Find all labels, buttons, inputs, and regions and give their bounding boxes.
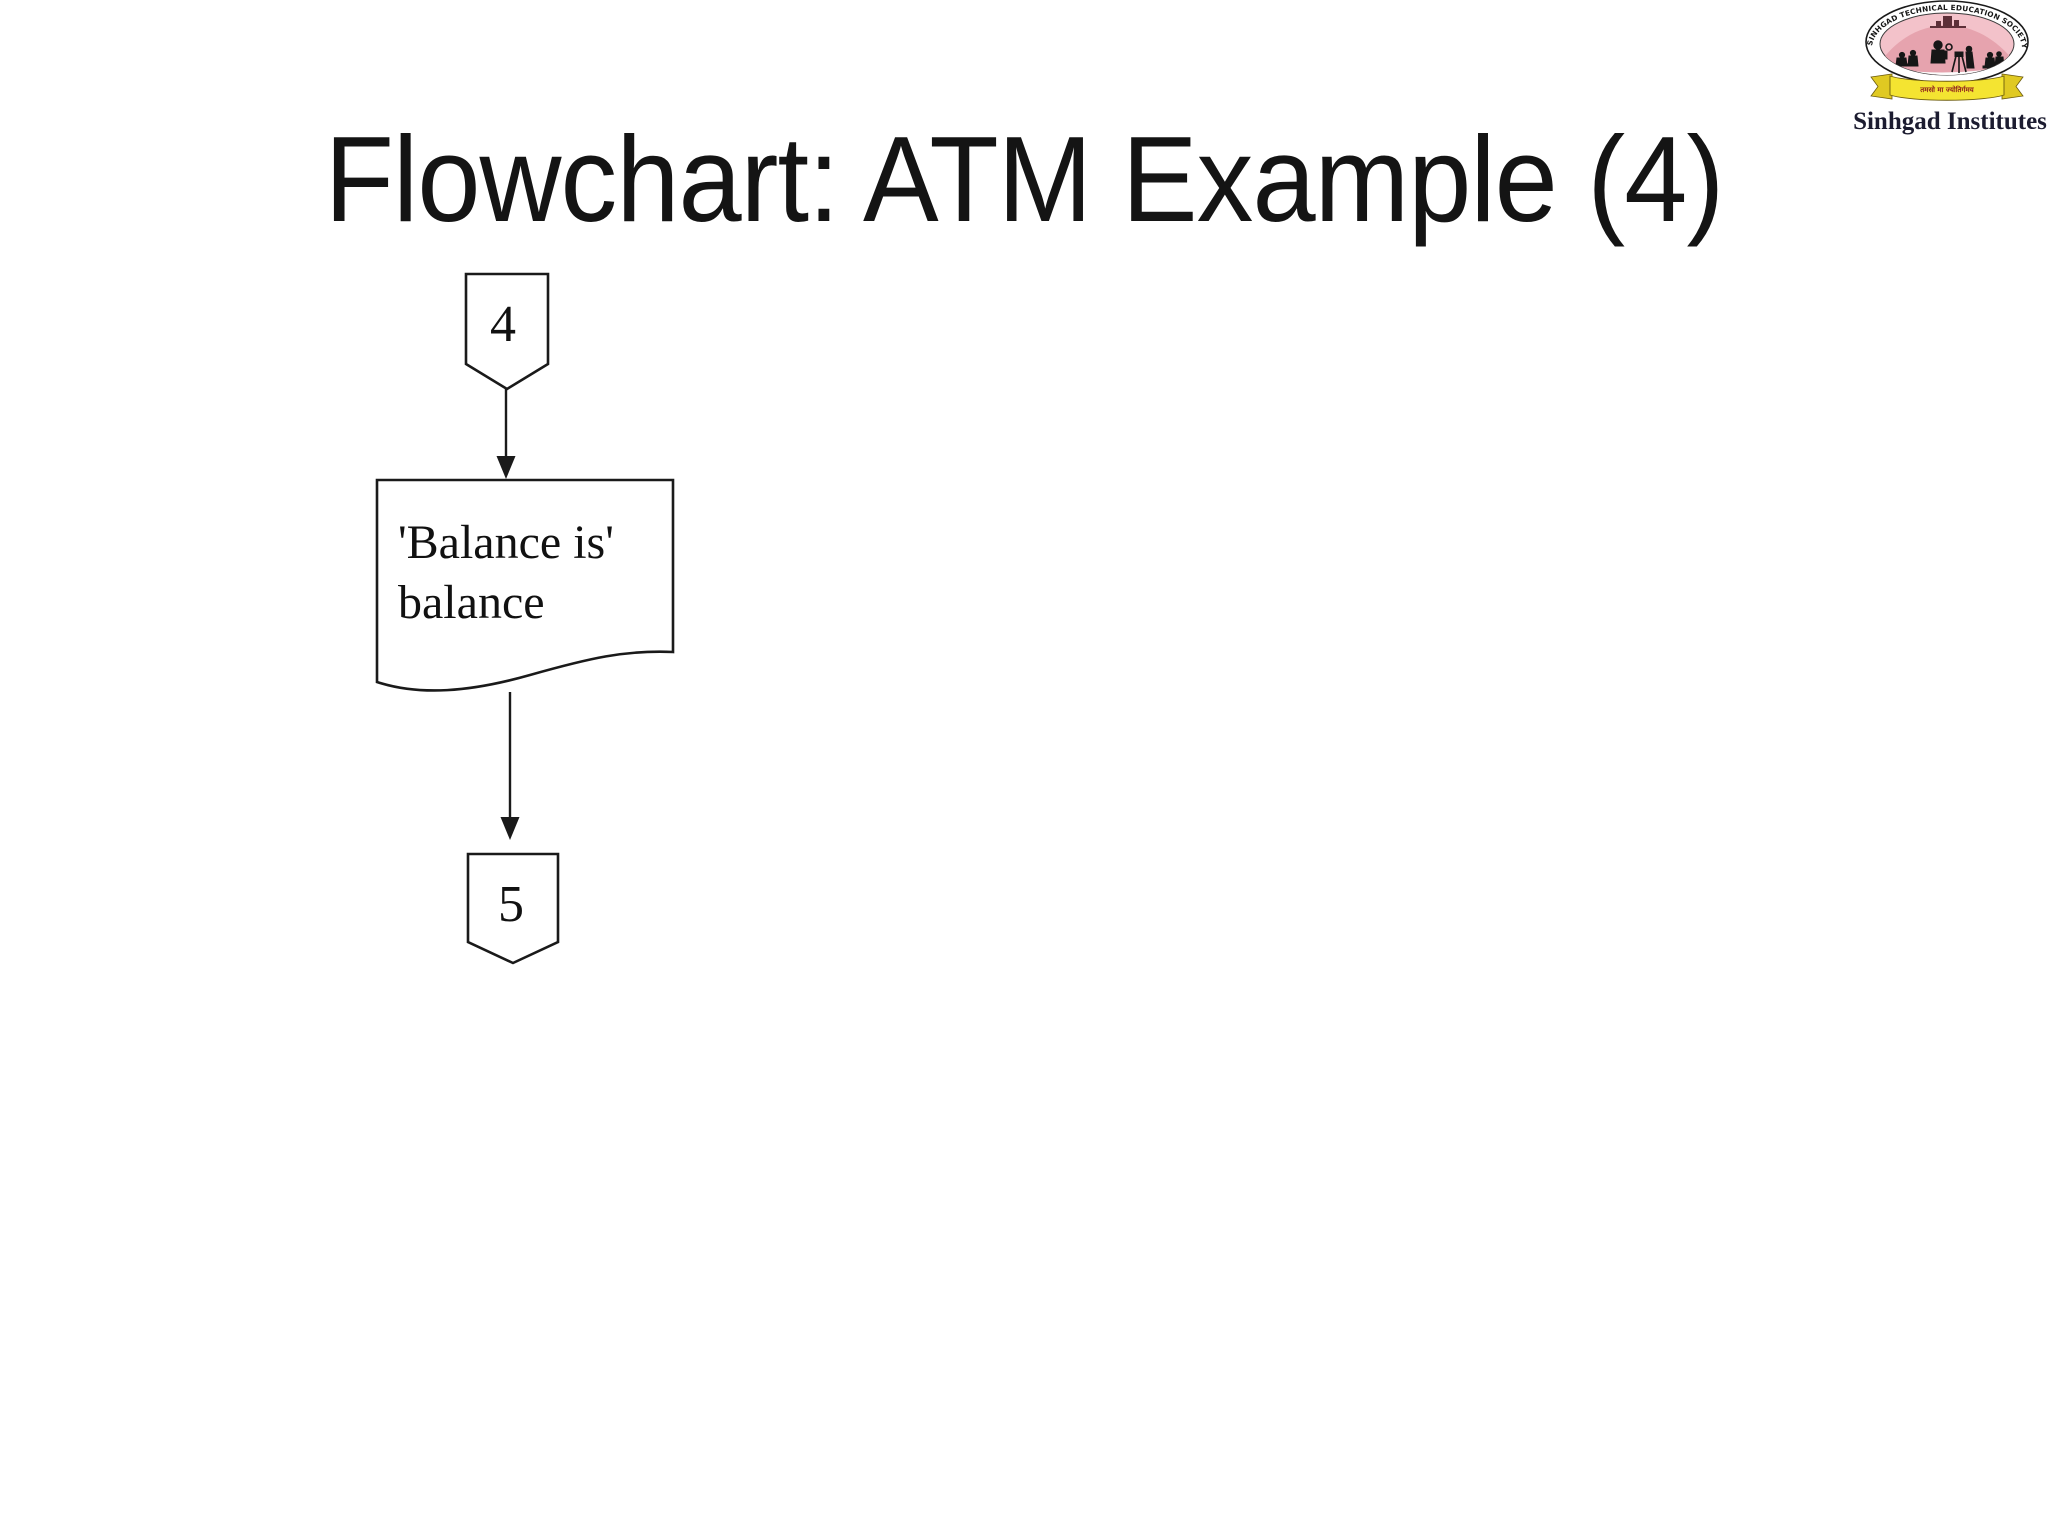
logo-banner-ribbon: तमसो मा ज्योतिर्गमय	[1870, 73, 2024, 101]
offpage-connector-4-shape	[464, 272, 550, 391]
logo-scene	[1880, 16, 2014, 75]
logo-banner-text: तमसो मा ज्योतिर्गमय	[1919, 85, 1974, 94]
document-output-line1: 'Balance is'	[398, 516, 614, 569]
offpage-connector-5-shape	[466, 852, 560, 965]
institute-logo-emblem: SINHGAD TECHNICAL EDUCATION SOCIETY .PUN…	[1850, 0, 2029, 101]
logo-fort	[1930, 16, 1966, 28]
institute-logo: SINHGAD TECHNICAL EDUCATION SOCIETY .PUN…	[1850, 0, 2048, 142]
flow-edge-1-arrowhead	[496, 456, 516, 479]
logo-figures	[1893, 40, 2006, 73]
document-output-shape	[375, 478, 675, 692]
document-output-line2: balance	[398, 576, 545, 629]
slide-title: Flowchart: ATM Example (4)	[324, 111, 1725, 247]
logo-caption: Sinhgad Institutes	[1853, 108, 2047, 135]
offpage-connector-5-label: 5	[498, 876, 524, 933]
flow-edge-2-arrowhead	[500, 817, 520, 840]
offpage-connector-4-label: 4	[490, 296, 516, 353]
logo-ground	[1880, 64, 2014, 75]
